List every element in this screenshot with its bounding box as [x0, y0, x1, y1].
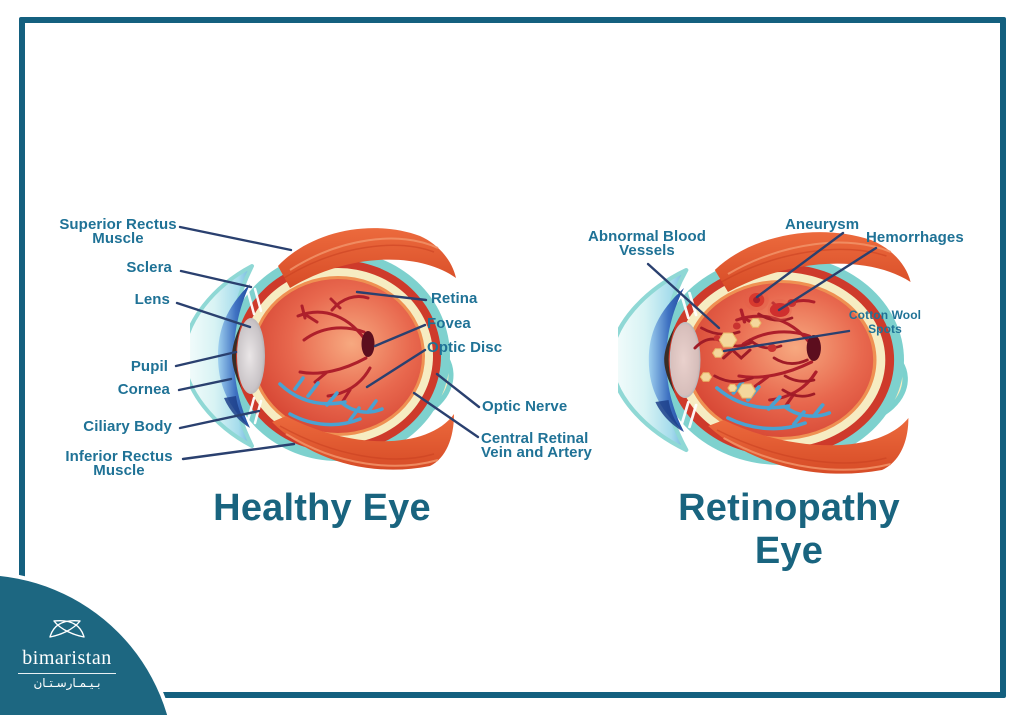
healthy-eye-title: Healthy Eye: [213, 487, 431, 529]
leaf-icon: [49, 619, 85, 638]
label-fovea: Fovea: [427, 315, 471, 332]
label-hemorrhages: Hemorrhages: [866, 229, 964, 246]
label-pupil: Pupil: [130, 358, 168, 375]
healthy-eye-illustration: [190, 226, 490, 488]
label-aneurysm: Aneurysm: [785, 216, 860, 233]
logo: bimaristan بـيـمـارسـتـان: [18, 616, 116, 690]
brand-name-arabic: بـيـمـارسـتـان: [33, 676, 101, 690]
label-optic-disc: Optic Disc: [427, 339, 503, 356]
label-retina: Retina: [431, 290, 478, 307]
label-sclera: Sclera: [126, 259, 172, 276]
label-lens: Lens: [134, 291, 170, 308]
retinopathy-eye-illustration: [618, 230, 948, 492]
retinopathy-eye-title: Retinopathy Eye: [678, 487, 900, 572]
label-superior-rectus-muscle: Superior Rectus Muscle: [59, 216, 177, 247]
label-ciliary-body: Ciliary Body: [83, 418, 172, 435]
label-optic-nerve: Optic Nerve: [482, 398, 568, 415]
label-central-retinal-vein-artery: Central Retinal Vein and Artery: [481, 430, 592, 461]
label-cotton-wool-spots: Cotton Wool Spots: [848, 308, 922, 336]
label-cornea: Cornea: [117, 381, 170, 398]
brand-name: bimaristan: [22, 647, 112, 669]
frame-border: [19, 17, 1006, 698]
label-abnormal-blood-vessels: Abnormal Blood Vessels: [587, 228, 707, 259]
brand-divider: [18, 673, 116, 674]
label-inferior-rectus-muscle: Inferior Rectus Muscle: [65, 448, 173, 479]
